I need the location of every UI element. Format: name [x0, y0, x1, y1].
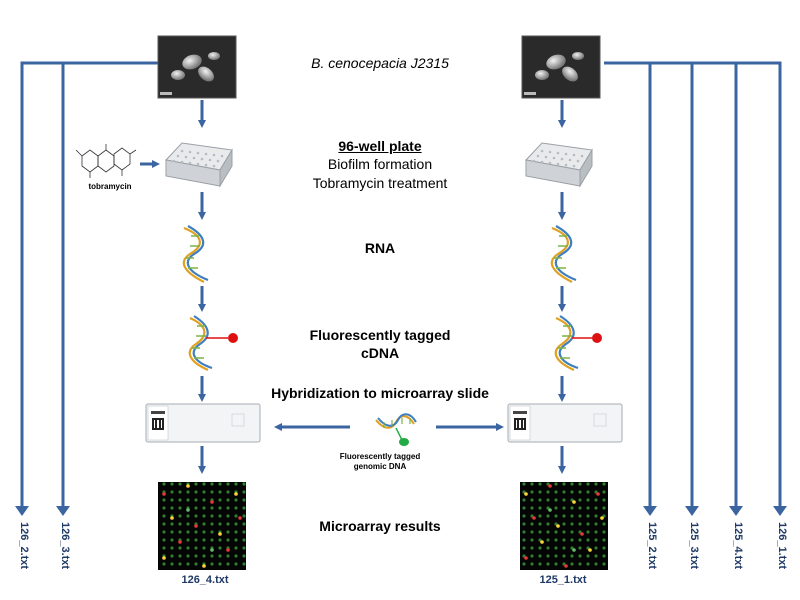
hybridization-label: Hybridization to microarray slide [271, 385, 489, 401]
tobramycin-structure-icon [75, 144, 137, 178]
cdna-label-line2: cDNA [360, 345, 400, 361]
flow-arrows [140, 100, 566, 474]
tagged-genomic-dna-icon [375, 413, 417, 446]
microarray-slide-right [507, 403, 623, 443]
rna-label: RNA [364, 240, 396, 256]
tagged-cdna-left [188, 315, 238, 372]
well-plate-right [525, 142, 593, 188]
genomic-dna-label-line1: Fluorescently tagged [339, 452, 421, 461]
tagged-cdna-right [554, 315, 602, 372]
file-label-branch: 125_3.txt [688, 522, 700, 570]
file-label-branch: 125_4.txt [732, 522, 744, 570]
genomic-dna-label-line2: genomic DNA [353, 462, 407, 471]
bacteria-micrograph-left [157, 35, 237, 99]
microarray-result-right [520, 482, 608, 570]
right-branch-lines [604, 61, 782, 508]
file-label-branch: 126_1.txt [776, 522, 788, 570]
biofilm-step-label: Biofilm formation [327, 156, 433, 172]
file-label-branch: 126_2.txt [18, 522, 30, 570]
well-plate-left [165, 142, 233, 188]
cdna-label-line1: Fluorescently tagged [309, 327, 451, 343]
bacteria-micrograph-right [521, 35, 601, 99]
branch-arrowheads [15, 506, 787, 516]
results-label: Microarray results [319, 518, 441, 534]
file-label-branch: 125_2.txt [646, 522, 658, 570]
tobramycin-label: tobramycin [88, 182, 132, 191]
rna-strand-left [182, 225, 209, 283]
organism-title: B. cenocepacia J2315 [311, 55, 449, 71]
plate-title: 96-well plate [338, 138, 422, 154]
file-label-right-result: 125_1.txt [539, 574, 587, 586]
rna-strand-right [550, 225, 577, 283]
left-branch-lines [20, 61, 158, 508]
file-label-left-result: 126_4.txt [181, 574, 229, 586]
treatment-step-label: Tobramycin treatment [312, 175, 448, 191]
microarray-result-left [158, 482, 246, 570]
file-label-branch: 126_3.txt [59, 522, 71, 570]
microarray-slide-left [145, 403, 261, 443]
